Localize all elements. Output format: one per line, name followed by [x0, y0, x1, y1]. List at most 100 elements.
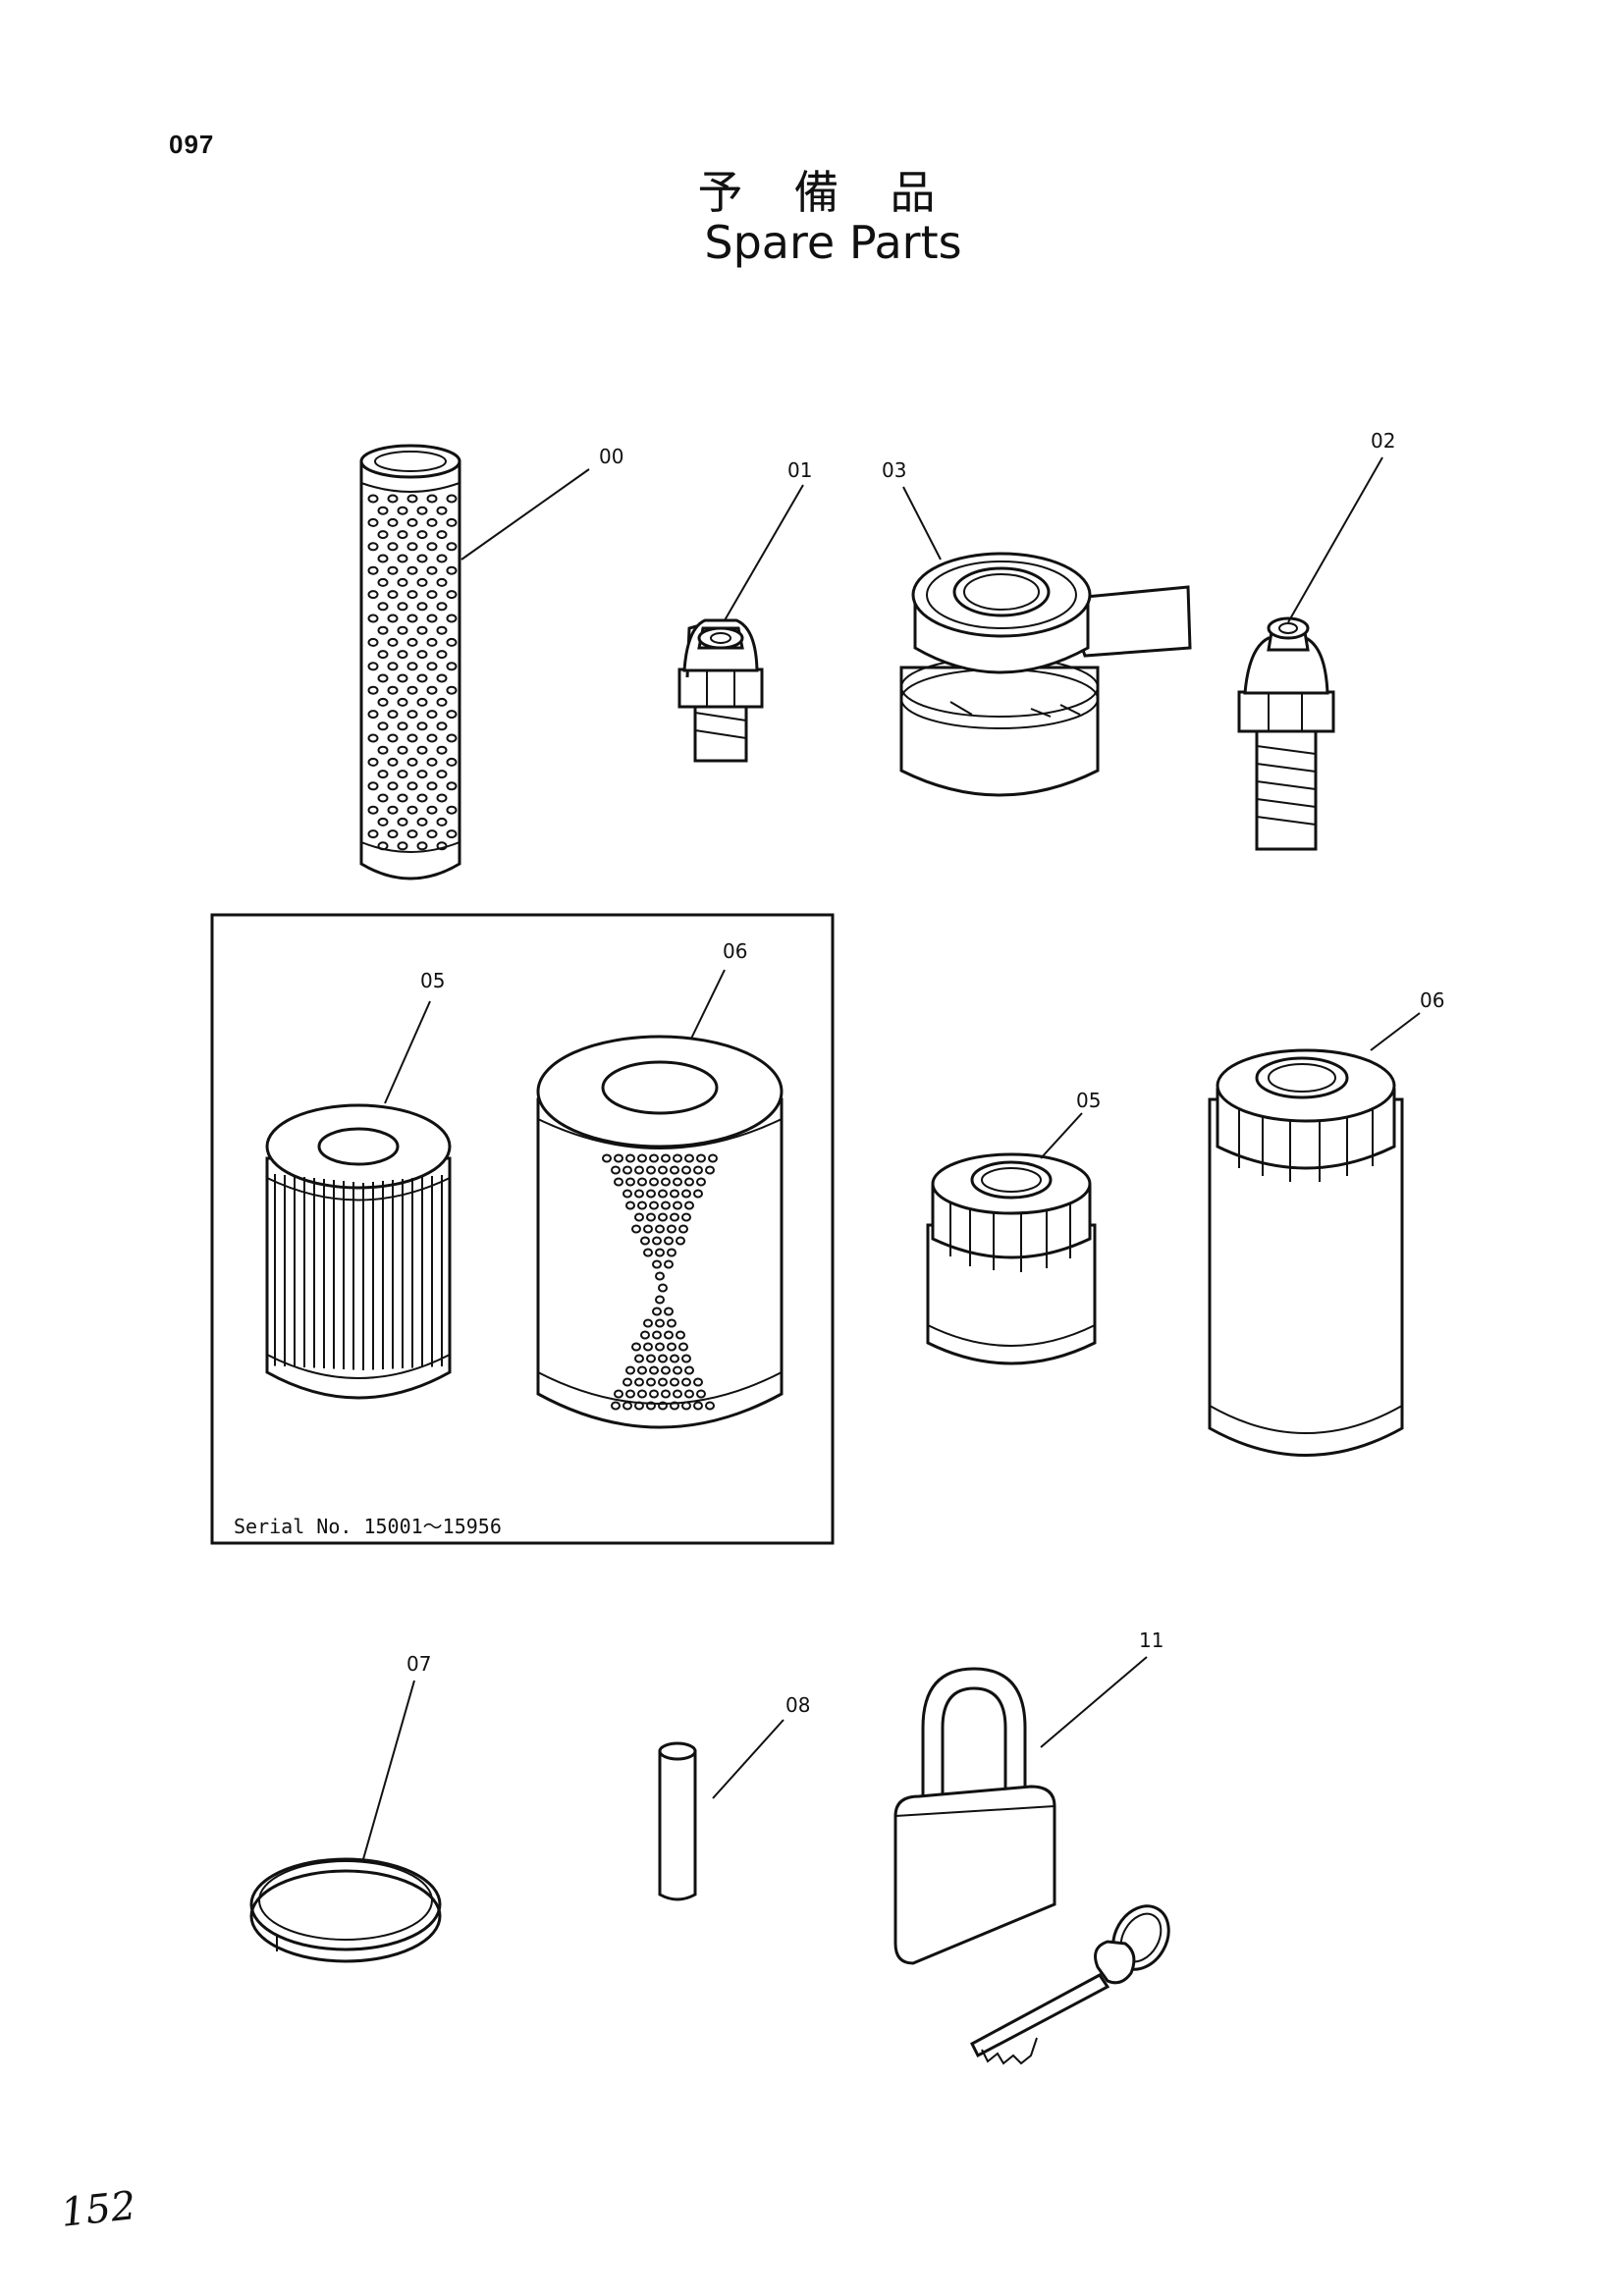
hole	[655, 1342, 665, 1352]
hole	[634, 1165, 644, 1175]
callout-06-box: 06	[723, 939, 747, 963]
hole	[387, 805, 399, 815]
hole	[426, 517, 438, 527]
hole	[406, 805, 418, 815]
hole	[625, 1389, 635, 1399]
hole	[436, 650, 448, 660]
hole	[681, 1189, 691, 1199]
hole	[416, 817, 428, 827]
hole	[652, 1330, 662, 1340]
hole	[631, 1342, 641, 1352]
hole	[664, 1330, 674, 1340]
hole	[446, 733, 458, 743]
hole	[387, 781, 399, 791]
hole	[646, 1189, 656, 1199]
hole	[406, 565, 418, 575]
hole	[693, 1189, 703, 1199]
hole	[406, 637, 418, 647]
hole	[705, 1401, 715, 1411]
hole	[436, 673, 448, 683]
hole	[426, 710, 438, 720]
hole	[637, 1201, 647, 1210]
hole	[622, 1165, 632, 1175]
hole	[446, 685, 458, 695]
hole	[367, 517, 379, 527]
hole	[426, 781, 438, 791]
hole	[664, 1236, 674, 1246]
serial-range-box: Serial No. 15001～15956	[210, 913, 835, 1545]
callout-03: 03	[882, 458, 906, 482]
hole	[655, 1224, 665, 1234]
hole	[446, 805, 458, 815]
hole	[446, 542, 458, 552]
hole	[446, 662, 458, 671]
hole	[681, 1377, 691, 1387]
hole	[649, 1201, 659, 1210]
hole	[406, 685, 418, 695]
hole	[406, 733, 418, 743]
hole	[416, 721, 428, 731]
hole	[640, 1330, 650, 1340]
hole	[646, 1165, 656, 1175]
hole	[387, 733, 399, 743]
hole	[367, 662, 379, 671]
hole	[637, 1153, 647, 1163]
callout-01: 01	[787, 458, 812, 482]
hole	[377, 721, 389, 731]
hole	[367, 757, 379, 767]
hole	[426, 614, 438, 623]
hole	[673, 1365, 682, 1375]
hole	[661, 1177, 671, 1187]
hole	[416, 625, 428, 635]
hole	[367, 494, 379, 504]
hole	[416, 673, 428, 683]
hole	[693, 1401, 703, 1411]
hole	[446, 637, 458, 647]
hole	[367, 781, 379, 791]
hole	[377, 602, 389, 612]
hole	[416, 506, 428, 515]
hole	[696, 1389, 706, 1399]
callout-00: 00	[599, 445, 623, 468]
hole	[649, 1389, 659, 1399]
page-title-japanese: 予備品	[697, 166, 987, 219]
hole	[658, 1354, 668, 1363]
hole	[661, 1365, 671, 1375]
hole	[416, 602, 428, 612]
hole	[640, 1236, 650, 1246]
hole	[693, 1165, 703, 1175]
hole	[367, 710, 379, 720]
callout-07: 07	[406, 1652, 431, 1676]
hole	[655, 1318, 665, 1328]
hole	[676, 1236, 685, 1246]
hole	[611, 1401, 621, 1411]
hole	[673, 1153, 682, 1163]
hole	[681, 1212, 691, 1222]
hole	[387, 517, 399, 527]
hole	[646, 1377, 656, 1387]
hole	[696, 1177, 706, 1187]
hole	[673, 1389, 682, 1399]
hole	[637, 1365, 647, 1375]
hole	[446, 710, 458, 720]
hole	[661, 1153, 671, 1163]
hole	[670, 1354, 679, 1363]
hole	[377, 577, 389, 587]
hole	[684, 1201, 694, 1210]
part-07-band	[249, 1857, 442, 1963]
hole	[387, 757, 399, 767]
hole	[387, 614, 399, 623]
hole	[426, 662, 438, 671]
hole	[387, 494, 399, 504]
hole	[693, 1377, 703, 1387]
hole	[670, 1212, 679, 1222]
leader-lines	[362, 456, 1421, 1860]
hole	[673, 1201, 682, 1210]
callout-02: 02	[1371, 429, 1395, 453]
hole	[406, 829, 418, 839]
hole	[667, 1342, 676, 1352]
part-05-spin-on-filter	[926, 1152, 1097, 1365]
hole	[397, 577, 408, 587]
hole	[684, 1365, 694, 1375]
hole	[655, 1295, 665, 1305]
